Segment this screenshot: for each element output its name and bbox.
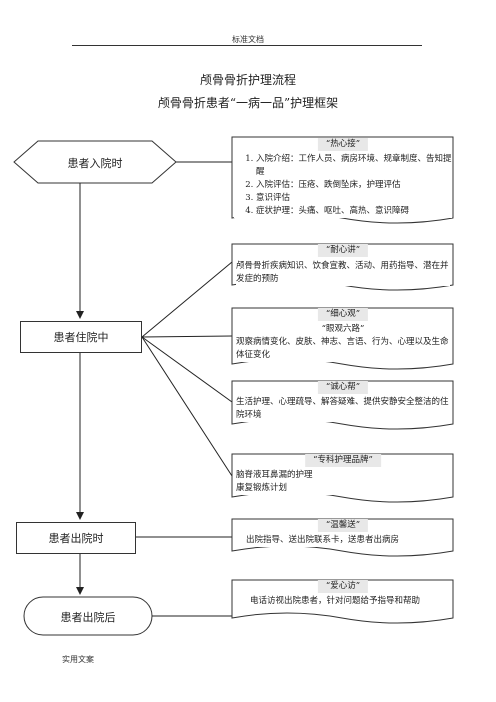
card-careful-observe: “细心观” “眼观六路” 观察病情变化、皮肤、神志、言语、行为、心理以及生命体征… xyxy=(236,308,450,362)
card-patient-talk: “耐心讲” 颅骨骨折疾病知识、饮食宣教、活动、用药指导、潜在并发症的预防 xyxy=(236,244,450,286)
card-text: 生活护理、心理疏导、解答疑难、提供安静安全整洁的住院环境 xyxy=(236,397,449,420)
list-item: 入院介绍：工作人员、病房环境、规章制度、告知提醒 xyxy=(256,153,452,179)
card-tag: “爱心访” xyxy=(317,580,369,593)
card-tag: “热心接” xyxy=(317,138,369,151)
page-subtitle: 颅骨骨折患者“一病一品”护理框架 xyxy=(157,96,339,110)
card-text: 电话访视出院患者，针对问题给予指导和帮助 xyxy=(250,596,421,606)
card-outline-warm-send xyxy=(231,518,454,557)
card-tag: “专科护理品牌” xyxy=(305,454,381,467)
card-caring-visit: “爱心访” 电话访视出院患者，针对问题给予指导和帮助 xyxy=(236,580,450,608)
card-tag: “细心观” xyxy=(317,308,369,321)
card-warm-welcome: “热心接” 入院介绍：工作人员、病房环境、规章制度、告知提醒 入院评估：压疮、跌… xyxy=(234,138,452,218)
list-item: 入院评估：压疮、跌倒坠床，护理评估 xyxy=(256,179,452,192)
card-sincere-help: “诚心帮” 生活护理、心理疏导、解答疑难、提供安静安全整洁的住院环境 xyxy=(236,381,450,422)
header-divider xyxy=(72,45,422,46)
stage-admission: 患者入院时 xyxy=(67,157,123,170)
admission-checklist: 入院介绍：工作人员、病房环境、规章制度、告知提醒 入院评估：压疮、跌倒坠床，护理… xyxy=(234,153,452,218)
stage-discharge: 患者出院时 xyxy=(16,522,136,554)
card-text: 出院指导、送出院联系卡，送患者出病房 xyxy=(246,535,400,545)
card-outline-caring-visit xyxy=(231,579,454,624)
card-warm-send: “温馨送” 出院指导、送出院联系卡，送患者出病房 xyxy=(236,519,450,547)
card-tag: “诚心帮” xyxy=(317,381,369,394)
card-tag: “耐心讲” xyxy=(317,244,369,257)
list-item: 意识评估 xyxy=(256,192,452,205)
card-subtitle: “眼观六路” xyxy=(321,324,365,334)
card-text: 脑脊液耳鼻漏的护理 xyxy=(236,470,313,480)
card-text: 颅骨骨折疾病知识、饮食宣教、活动、用药指导、潜在并发症的预防 xyxy=(236,261,449,284)
page-header: 标准文档 xyxy=(232,35,264,44)
card-text: 康复锻炼计划 xyxy=(236,483,288,493)
stage-inpatient: 患者住院中 xyxy=(20,321,142,353)
page-title: 颅骨骨折护理流程 xyxy=(199,73,296,87)
page-footer: 实用文案 xyxy=(62,655,94,664)
card-tag: “温馨送” xyxy=(317,519,369,532)
list-item: 症状护理：头痛、呕吐、高热、意识障碍 xyxy=(256,205,452,218)
card-specialty-brand: “专科护理品牌” 脑脊液耳鼻漏的护理 康复锻炼计划 xyxy=(236,454,450,495)
card-text: 观察病情变化、皮肤、神志、言语、行为、心理以及生命体征变化 xyxy=(236,337,449,360)
stage-post-discharge: 患者出院后 xyxy=(60,611,116,624)
